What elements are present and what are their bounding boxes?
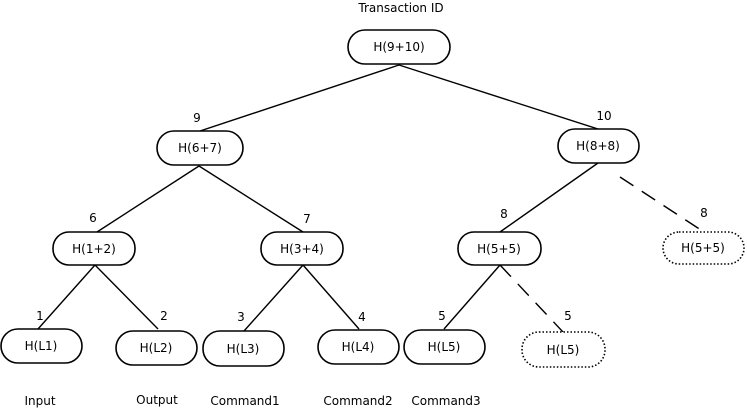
node-n10 — [557, 128, 640, 164]
leaf-l5-caption: Command3 — [411, 394, 480, 408]
edge-n9-n7 — [198, 165, 304, 233]
leaf-l3 — [202, 330, 285, 367]
node-n7-number: 7 — [303, 212, 311, 226]
edge-n10-n8dup — [619, 176, 705, 233]
leaf-l2-label: H(L2) — [140, 341, 173, 355]
leaf-l3-caption: Command1 — [210, 394, 279, 408]
node-n8dup — [662, 231, 745, 265]
node-n9 — [156, 130, 244, 166]
node-n8-number: 8 — [500, 207, 508, 221]
leaf-l3-number: 3 — [237, 310, 245, 324]
leaf-l2-number: 2 — [160, 309, 168, 323]
node-n10-number: 10 — [596, 109, 611, 123]
leaf-l1-caption: Input — [24, 394, 55, 408]
edge-root-n10 — [398, 64, 599, 130]
leaf-l1-number: 1 — [36, 309, 44, 323]
leaf-l4 — [317, 329, 400, 365]
edge-n6-l2 — [94, 264, 159, 330]
leaf-l1-label: H(L1) — [25, 339, 58, 353]
node-n7 — [260, 231, 344, 266]
edge-root-n9 — [199, 64, 400, 132]
node-n9-label: H(6+7) — [178, 141, 222, 155]
edge-n7-l3 — [243, 264, 304, 332]
leaf-l4-label: H(L4) — [342, 340, 375, 354]
node-n6-label: H(1+2) — [72, 242, 116, 256]
leaf-l4-caption: Command2 — [323, 394, 392, 408]
node-n8dup-label: H(5+5) — [681, 241, 725, 255]
leaf-l4-number: 4 — [358, 310, 366, 324]
node-n8dup-number: 8 — [700, 206, 708, 220]
node-n9-number: 9 — [193, 111, 201, 125]
edge-n10-n8 — [499, 162, 599, 233]
leaf-l5dup-number: 5 — [564, 309, 572, 323]
edge-n9-n6 — [96, 165, 200, 233]
node-root — [347, 29, 451, 65]
leaf-l5dup — [521, 331, 606, 368]
edge-n7-l4 — [302, 264, 360, 330]
node-n8 — [457, 231, 542, 266]
edge-n8-l5dup — [499, 264, 564, 333]
leaf-l5-label: H(L5) — [428, 340, 461, 354]
node-n6 — [52, 231, 136, 266]
node-n7-label: H(3+4) — [280, 242, 324, 256]
edge-n8-l5 — [443, 264, 501, 330]
node-n8-label: H(5+5) — [477, 242, 521, 256]
leaf-l2-caption: Output — [136, 393, 178, 407]
node-n6-number: 6 — [89, 211, 97, 225]
leaf-l5 — [403, 329, 486, 365]
edge-n6-l1 — [37, 264, 96, 330]
leaf-l2 — [115, 330, 198, 366]
leaf-l3-label: H(L3) — [227, 342, 260, 356]
diagram-title: Transaction ID — [357, 1, 443, 15]
node-root-label: H(9+10) — [373, 40, 424, 54]
leaf-l5dup-label: H(L5) — [547, 343, 580, 357]
leaf-l1 — [0, 328, 83, 364]
leaf-l5-number: 5 — [438, 309, 446, 323]
node-n10-label: H(8+8) — [576, 139, 620, 153]
